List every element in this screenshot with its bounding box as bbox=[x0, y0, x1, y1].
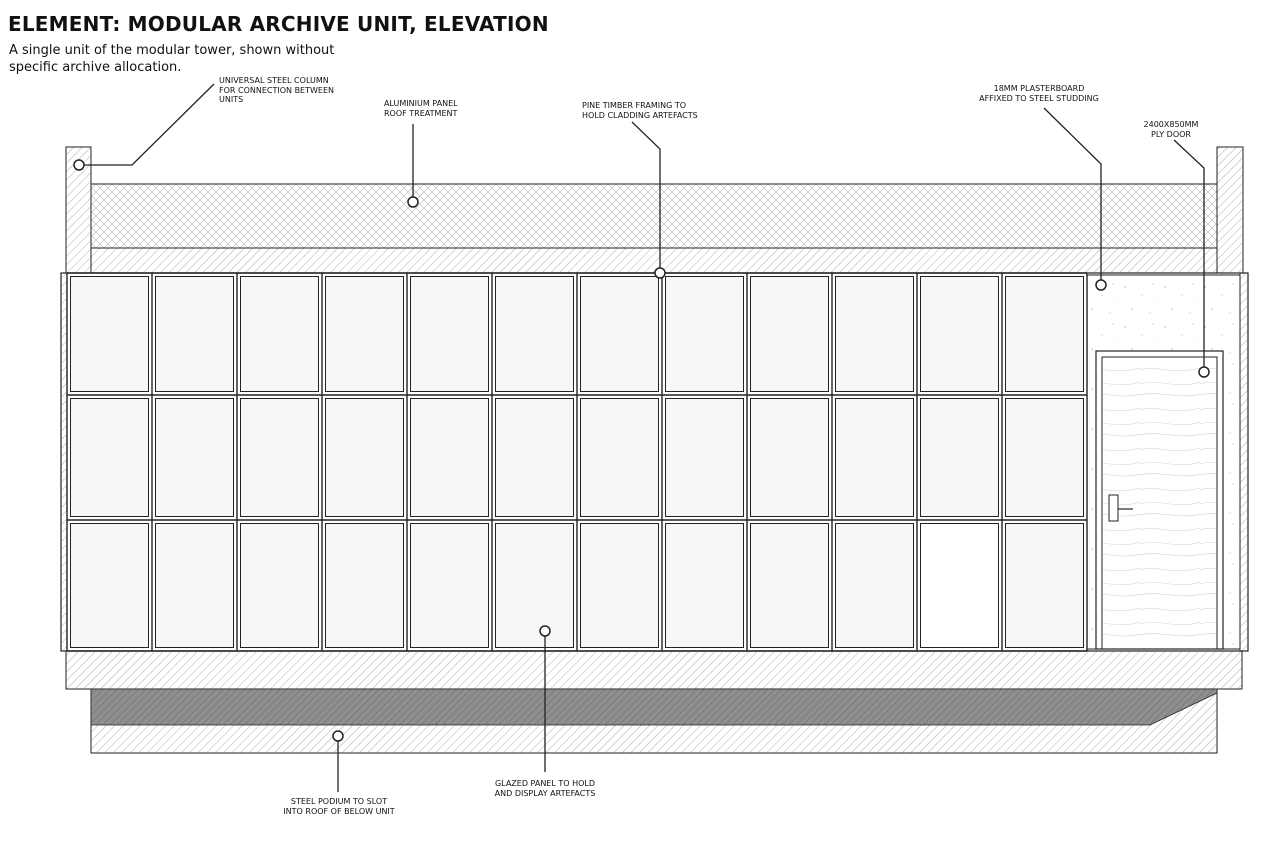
glazed-panel bbox=[495, 276, 574, 392]
callout-podium: STEEL PODIUM TO SLOT INTO ROOF OF BELOW … bbox=[283, 797, 395, 816]
glazed-panel bbox=[410, 398, 489, 517]
glazed-panel bbox=[750, 276, 829, 392]
marker-plasterboard bbox=[1095, 279, 1107, 291]
floor-beam bbox=[65, 650, 1243, 690]
callout-door: 2400X850MM PLY DOOR bbox=[1143, 120, 1199, 139]
glazed-panel bbox=[665, 398, 744, 517]
glazed-panel bbox=[240, 276, 319, 392]
glazed-panel bbox=[70, 276, 149, 392]
podium-dark-band bbox=[90, 688, 1218, 726]
callout-roof: ALUMINIUM PANEL ROOF TREATMENT bbox=[384, 99, 458, 118]
glazed-panel bbox=[580, 523, 659, 648]
steel-column-left bbox=[65, 146, 92, 274]
page-title: ELEMENT: MODULAR ARCHIVE UNIT, ELEVATION bbox=[8, 12, 549, 36]
glazed-panel bbox=[410, 523, 489, 648]
door-handle-plate bbox=[1108, 494, 1119, 522]
subtitle-line-2: specific archive allocation. bbox=[9, 60, 182, 75]
glazing-grid bbox=[66, 272, 1088, 652]
subtitle-line-1: A single unit of the modular tower, show… bbox=[9, 43, 335, 58]
glazed-panel bbox=[410, 276, 489, 392]
glazed-panel bbox=[665, 523, 744, 648]
wall-edge-left bbox=[60, 272, 68, 652]
marker-roof bbox=[407, 196, 419, 208]
glazed-panel bbox=[325, 398, 404, 517]
glazed-panel bbox=[1005, 523, 1084, 648]
glazed-panel bbox=[580, 276, 659, 392]
glazed-panel bbox=[665, 276, 744, 392]
glazed-panel bbox=[70, 523, 149, 648]
marker-podium bbox=[332, 730, 344, 742]
glazed-panel bbox=[70, 398, 149, 517]
roof-beam bbox=[90, 247, 1218, 274]
glazed-panel bbox=[580, 398, 659, 517]
glazed-panel bbox=[495, 523, 574, 648]
glazed-panel bbox=[155, 398, 234, 517]
glazed-panel bbox=[750, 398, 829, 517]
marker-column bbox=[73, 159, 85, 171]
glazed-panel bbox=[1005, 398, 1084, 517]
glazed-panel bbox=[920, 523, 999, 648]
roof-panel bbox=[90, 183, 1218, 249]
ply-door bbox=[1101, 356, 1218, 650]
glazed-panel bbox=[325, 276, 404, 392]
page-subtitle: A single unit of the modular tower, show… bbox=[9, 42, 349, 76]
glazed-panel bbox=[920, 398, 999, 517]
glazed-panel bbox=[920, 276, 999, 392]
callout-glazing: GLAZED PANEL TO HOLD AND DISPLAY ARTEFAC… bbox=[494, 779, 596, 798]
glazed-panel bbox=[240, 523, 319, 648]
leader-column bbox=[79, 83, 215, 166]
glazed-panel bbox=[240, 398, 319, 517]
steel-column-right bbox=[1216, 146, 1244, 274]
marker-glazing bbox=[539, 625, 551, 637]
callout-column: UNIVERSAL STEEL COLUMN FOR CONNECTION BE… bbox=[219, 76, 334, 104]
glazed-panel bbox=[835, 398, 914, 517]
glazed-panel bbox=[835, 276, 914, 392]
marker-framing bbox=[654, 267, 666, 279]
glazed-panel bbox=[750, 523, 829, 648]
glazed-panel bbox=[155, 523, 234, 648]
callout-framing: PINE TIMBER FRAMING TO HOLD CLADDING ART… bbox=[582, 101, 698, 120]
callout-plasterboard: 18MM PLASTERBOARD AFFIXED TO STEEL STUDD… bbox=[979, 84, 1099, 103]
leader-plasterboard bbox=[1043, 107, 1102, 285]
leader-framing bbox=[631, 121, 661, 273]
wall-edge-right bbox=[1239, 272, 1249, 652]
glazed-panel bbox=[835, 523, 914, 648]
glazed-panel bbox=[1005, 276, 1084, 392]
marker-door bbox=[1198, 366, 1210, 378]
leader-door bbox=[1173, 139, 1205, 372]
glazed-panel bbox=[325, 523, 404, 648]
glazed-panel bbox=[155, 276, 234, 392]
glazed-panel bbox=[495, 398, 574, 517]
